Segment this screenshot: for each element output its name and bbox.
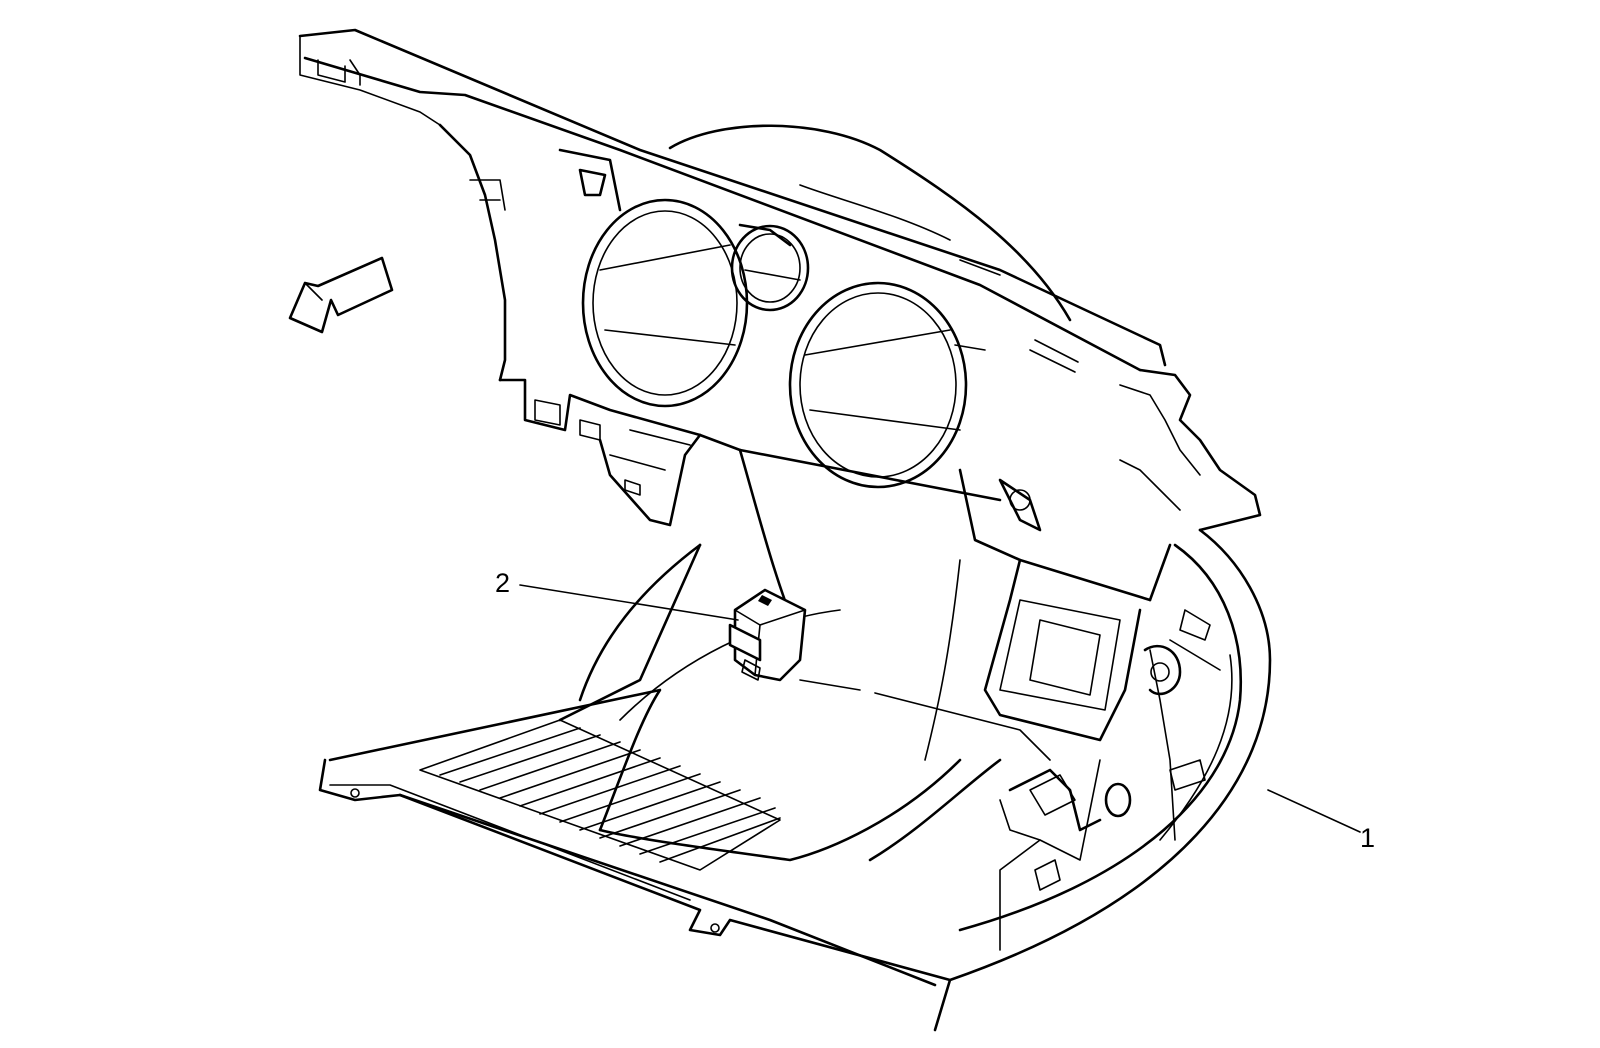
leader-line-2 (519, 584, 739, 621)
module-component (728, 588, 807, 682)
right-side-bezel (933, 528, 1272, 1032)
callout-2: 2 (495, 568, 511, 598)
lower-trim-panel (318, 543, 1002, 987)
install-path-line (874, 692, 1051, 761)
upper-panel-shroud (298, 28, 1262, 532)
callout-1: 1 (1360, 823, 1376, 853)
left-mounting-bracket (498, 378, 1002, 527)
direction-arrow-icon (288, 256, 394, 334)
cluster-housing (738, 448, 1221, 761)
leader-line-1 (1267, 789, 1361, 833)
module-mounting-bracket (999, 768, 1132, 841)
leader-line-2-continuation (799, 679, 861, 691)
gauge-openings (558, 148, 1001, 489)
leader-lines (519, 584, 1361, 833)
